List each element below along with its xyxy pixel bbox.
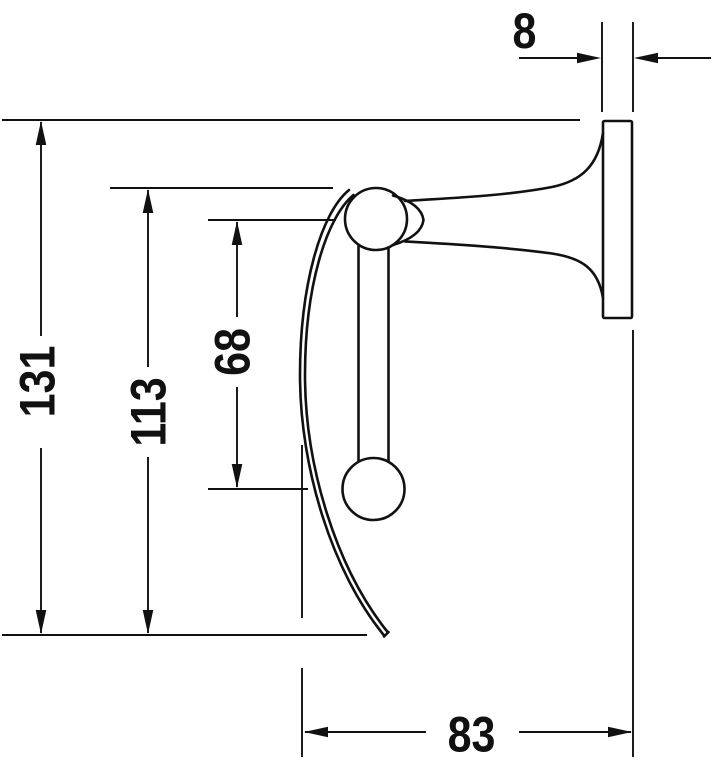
dimension-pivot-to-bottom: 113 bbox=[120, 189, 176, 634]
extension-lines bbox=[2, 22, 634, 757]
dim-131-arrow-top bbox=[35, 121, 47, 145]
dim-68-arrow-top bbox=[231, 221, 243, 245]
dim-131-arrow-bottom bbox=[35, 610, 47, 634]
dimension-overall-height: 131 bbox=[9, 121, 65, 634]
paper-guard-outer-curve bbox=[298, 188, 386, 638]
dim-label-113: 113 bbox=[120, 377, 176, 446]
dim-113-arrow-top bbox=[142, 189, 154, 213]
roller-end-knob bbox=[341, 456, 406, 522]
dim-8-arrow-right bbox=[634, 52, 658, 64]
dim-label-8: 8 bbox=[513, 3, 537, 59]
dim-68-arrow-bottom bbox=[231, 464, 243, 488]
dim-83-arrow-left bbox=[304, 726, 328, 738]
dimension-plate-thickness: 8 bbox=[513, 3, 711, 64]
dimension-projection: 83 bbox=[304, 706, 632, 762]
bracket-upper-curve bbox=[403, 131, 605, 203]
dim-label-68: 68 bbox=[204, 328, 260, 376]
dim-label-83: 83 bbox=[448, 706, 496, 762]
dim-8-arrow-left bbox=[577, 52, 601, 64]
paper-guard-inner-curve bbox=[303, 193, 390, 634]
dim-113-arrow-bottom bbox=[142, 610, 154, 634]
dim-83-arrow-right bbox=[608, 726, 632, 738]
paper-guard-end-cap bbox=[382, 630, 390, 638]
fixture-outline bbox=[298, 119, 634, 638]
pivot-knob bbox=[343, 186, 409, 252]
dimension-roller-length: 68 bbox=[204, 221, 260, 488]
wall-plate bbox=[601, 119, 634, 320]
bracket-lower-curve bbox=[403, 240, 605, 300]
dim-label-131: 131 bbox=[9, 346, 65, 418]
